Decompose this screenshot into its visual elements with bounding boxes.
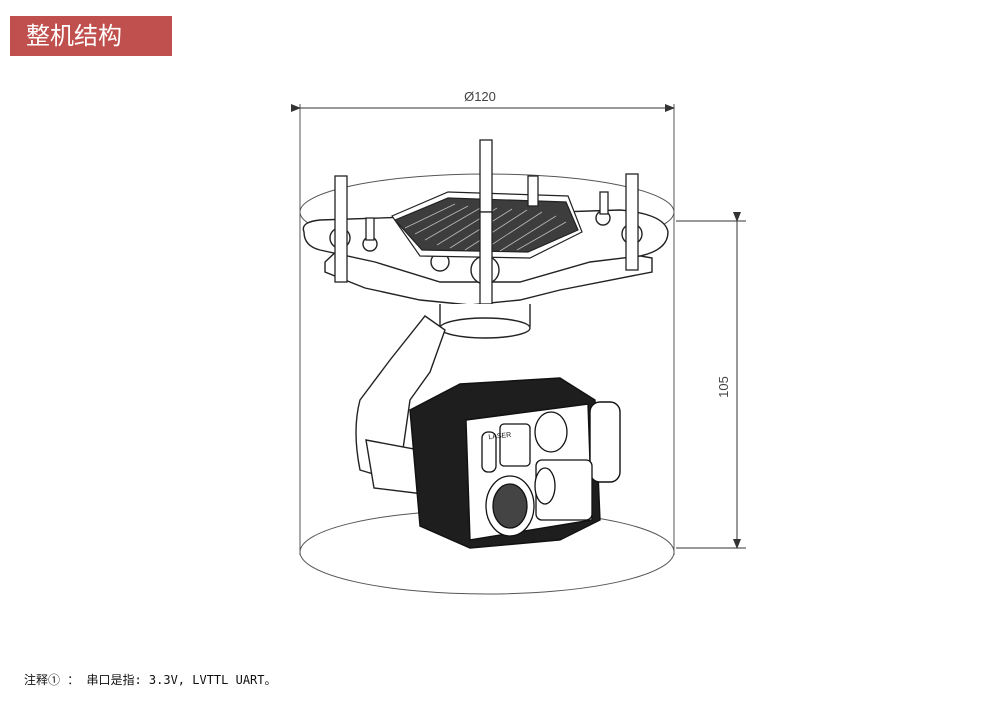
height-dimension bbox=[676, 212, 746, 549]
footnote: 注释① ： 串口是指: 3.3V, LVTTL UART。 bbox=[24, 673, 277, 687]
height-label: 105 bbox=[716, 376, 731, 398]
diameter-label: Ø120 bbox=[464, 89, 496, 104]
section-title: 整机结构 bbox=[10, 16, 172, 56]
camera-lenses bbox=[481, 411, 593, 537]
mounting-standoffs bbox=[334, 139, 639, 305]
pan-motor bbox=[439, 304, 531, 339]
laser-badge: LASER bbox=[488, 432, 512, 441]
